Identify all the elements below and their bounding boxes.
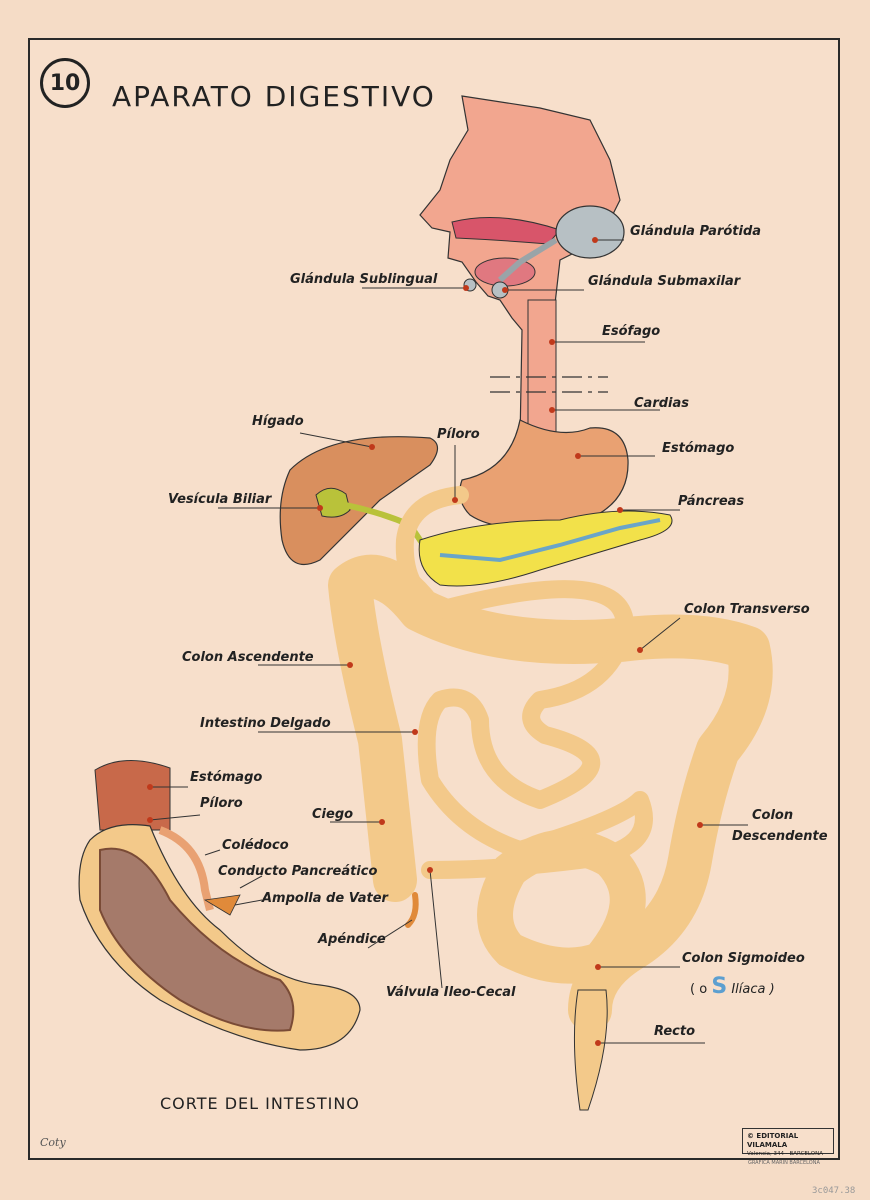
poster-number-badge: 10 xyxy=(40,58,90,108)
gallbladder xyxy=(315,487,351,518)
small-intestine xyxy=(417,580,653,879)
printer-credit: GRAFICA MARIN BARCELONA xyxy=(748,1160,820,1166)
mouth-cavity xyxy=(451,217,561,245)
inset-label-piloro: Píloro xyxy=(200,796,243,811)
label-colon-descendente-1: Colon xyxy=(752,808,794,823)
parotid-duct xyxy=(497,237,558,283)
inset-stomach xyxy=(94,759,171,831)
inset-lumen xyxy=(99,847,295,1032)
label-ciego: Ciego xyxy=(312,807,354,822)
label-estomago: Estómago xyxy=(662,441,735,456)
rectum xyxy=(573,989,608,1111)
label-sublingual: Glándula Sublingual xyxy=(290,272,438,287)
label-colon-sigmoideo: Colon Sigmoideo xyxy=(682,951,805,966)
inset-label-conducto: Conducto Pancreático xyxy=(218,864,378,879)
label-sigmoideo-note: ( o S Ilíaca ) xyxy=(690,974,775,999)
label-colon-transverso: Colon Transverso xyxy=(684,602,810,617)
label-markers xyxy=(147,237,703,1046)
sigmoideo-s-glyph: S xyxy=(711,974,728,999)
colon xyxy=(328,554,773,1032)
liver xyxy=(279,436,439,565)
label-higado: Hígado xyxy=(252,414,304,429)
label-submaxilar: Glándula Submaxilar xyxy=(588,274,741,289)
catalog-number: 3c047.38 xyxy=(812,1186,856,1196)
poster-title: APARATO DIGESTIVO xyxy=(112,80,436,113)
sigmoideo-note-open: ( o xyxy=(690,982,708,997)
publisher-box: © EDITORIAL VILAMALA Valencia, 344 - BAR… xyxy=(742,1128,834,1157)
artist-signature: Coty xyxy=(40,1136,66,1149)
label-parotida: Glándula Parótida xyxy=(630,224,762,239)
inset-ducts xyxy=(158,826,214,911)
inset-label-ampolla: Ampolla de Vater xyxy=(262,891,388,906)
inset-label-coledoco: Colédoco xyxy=(222,838,289,853)
label-colon-descendente-2: Descendente xyxy=(732,829,828,844)
label-piloro: Píloro xyxy=(437,427,480,442)
leader-lines xyxy=(149,239,748,1044)
label-esofago: Esófago xyxy=(602,324,661,339)
label-recto: Recto xyxy=(654,1024,696,1039)
inset-label-estomago: Estómago xyxy=(190,770,263,785)
label-cardias: Cardias xyxy=(634,396,689,411)
label-pancreas: Páncreas xyxy=(678,494,745,509)
pancreatic-duct xyxy=(439,518,661,563)
sigmoideo-note-close: Ilíaca ) xyxy=(731,982,775,997)
label-valvula: Válvula Ileo-Cecal xyxy=(386,985,516,1000)
section-title-corte: CORTE DEL INTESTINO xyxy=(160,1094,360,1113)
label-apendice: Apéndice xyxy=(318,932,386,947)
appendix xyxy=(405,892,419,928)
publisher-address: Valencia, 344 - BARCELONA xyxy=(747,1151,823,1157)
label-vesicula: Vesícula Biliar xyxy=(168,492,272,507)
parotid-gland xyxy=(555,205,625,259)
label-colon-ascendente: Colon Ascendente xyxy=(182,650,314,665)
label-intestino-delgado: Intestino Delgado xyxy=(200,716,331,731)
publisher-name: © EDITORIAL VILAMALA xyxy=(747,1132,799,1149)
